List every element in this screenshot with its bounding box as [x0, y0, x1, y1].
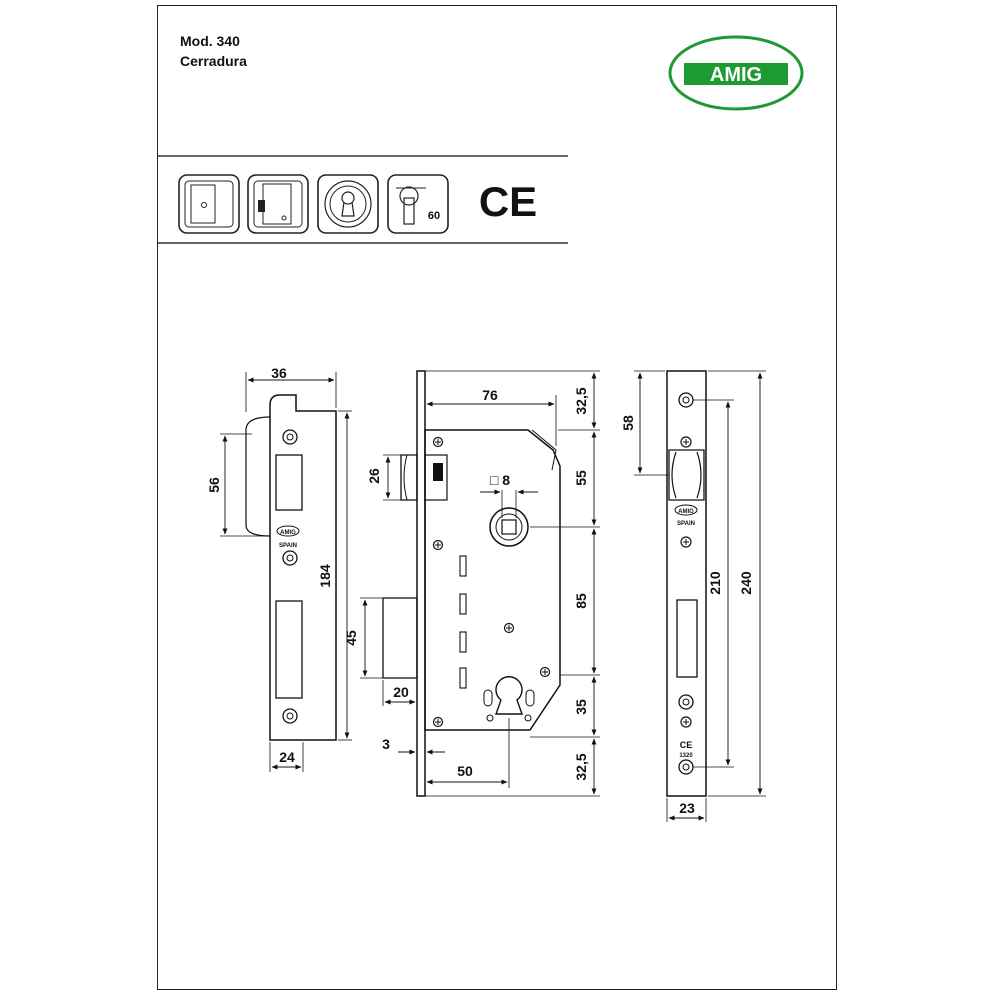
- amig-logo: AMIG: [668, 35, 804, 111]
- dim-latch-height: 56: [206, 477, 222, 493]
- logo-text: AMIG: [710, 64, 762, 86]
- front-plate-view: AMIG SPAIN 36 56 184 24: [206, 365, 352, 772]
- logo-ring: [668, 35, 804, 111]
- logo-band: [684, 63, 788, 85]
- dim-center-distance: 85: [573, 593, 589, 609]
- latch-bolt: [400, 454, 418, 501]
- dim-lower-offset: 35: [573, 699, 589, 715]
- plate-stamp-brand: AMIG: [280, 530, 296, 536]
- dim-top-margin: 32,5: [573, 387, 589, 414]
- dim-spindle-square: □ 8: [490, 472, 510, 488]
- dim-strike-height: 240: [738, 571, 754, 595]
- dim-backset: 50: [457, 763, 473, 779]
- strike-bolt-opening: [676, 599, 698, 678]
- spindle-hub: [489, 507, 529, 547]
- keyhole-escutcheon-icon: [317, 174, 379, 234]
- front-plate-outline: [269, 394, 337, 741]
- dim-bolt-height: 45: [343, 630, 359, 646]
- strike-stamp-code: 1320: [679, 753, 693, 759]
- lock-plate-icon: [178, 174, 240, 234]
- cylinder-size-label: 60: [428, 210, 440, 222]
- dim-plate-width-bottom: 24: [279, 749, 295, 765]
- dim-strike-hole-spacing: 210: [707, 571, 723, 595]
- dim-backset-top: 76: [482, 387, 498, 403]
- dim-bolt-throw: 20: [393, 684, 409, 700]
- plate-stamp-origin: SPAIN: [279, 543, 297, 549]
- strike-stamp-origin: SPAIN: [677, 521, 695, 527]
- dim-plate-thickness: 3: [382, 736, 390, 752]
- dim-bottom-margin: 32,5: [573, 753, 589, 780]
- product-name: Cerradura: [180, 53, 247, 69]
- strike-plate-outline: [666, 370, 707, 797]
- dim-plate-width-top: 36: [271, 365, 287, 381]
- dim-latch-thickness: 26: [366, 468, 382, 484]
- latch-profile: [245, 416, 271, 537]
- face-plate: [416, 370, 426, 797]
- model-title: Mod. 340: [180, 33, 240, 49]
- strike-latch-opening: [668, 449, 705, 501]
- cylinder-cutout: [495, 676, 523, 715]
- dead-bolt: [382, 597, 418, 679]
- lock-case-outline: [424, 429, 561, 731]
- dim-strike-top-offset: 58: [620, 415, 636, 431]
- ce-mark-icon: CE: [479, 178, 537, 225]
- dim-strike-width: 23: [679, 800, 695, 816]
- strike-stamp-brand: AMIG: [678, 509, 694, 515]
- bolt-slot: [275, 600, 303, 699]
- dim-plate-height: 184: [317, 564, 333, 588]
- lock-body-view: 76 32,5 55 85 35 32,5 26 □ 8 45: [343, 370, 600, 797]
- cylinder-icon: 60: [387, 174, 449, 234]
- mortise-side-icon: [247, 174, 309, 234]
- strike-plate-view: AMIG SPAIN CE 1320 58 210 240 23: [620, 370, 766, 822]
- latch-slot: [275, 454, 303, 511]
- strike-stamp-ce: CE: [680, 740, 693, 750]
- drawing-sheet: [157, 5, 837, 990]
- dim-upper-offset: 55: [573, 470, 589, 486]
